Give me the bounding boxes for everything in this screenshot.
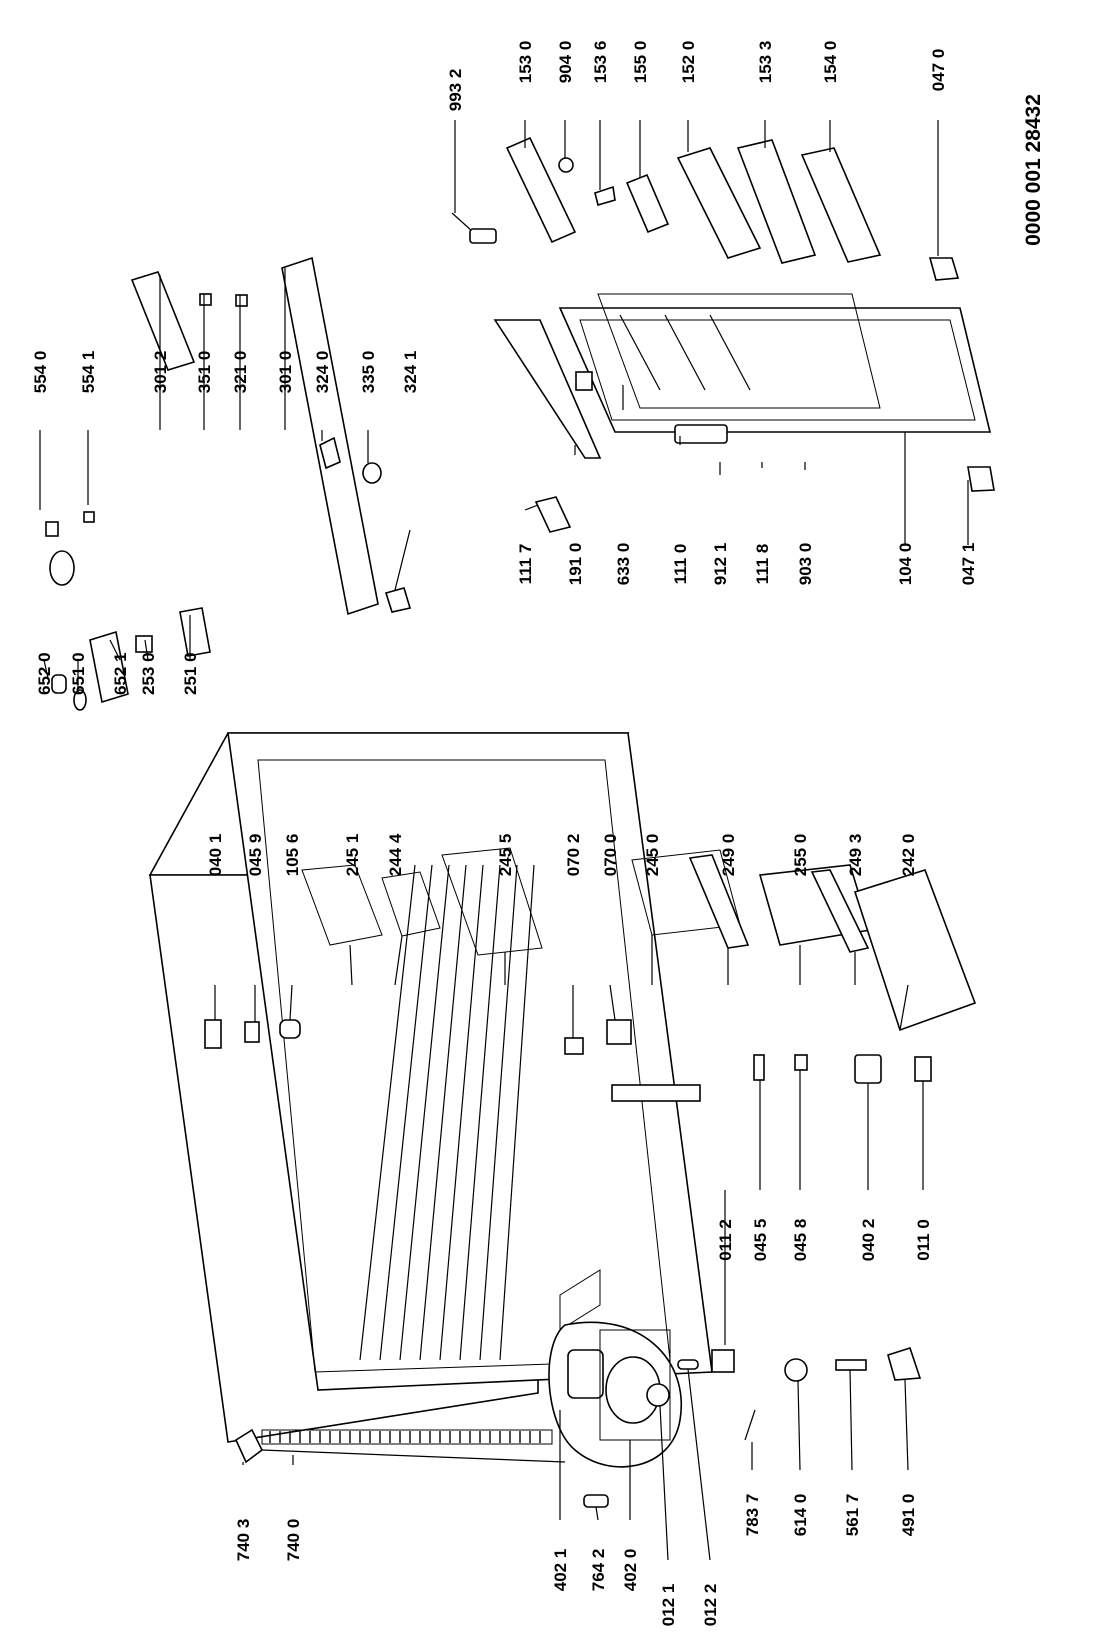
label-045-5: 045 5 [751, 1219, 770, 1262]
label-561-7: 561 7 [843, 1494, 862, 1537]
label-402-0: 402 0 [621, 1549, 640, 1592]
label-045-8: 045 8 [791, 1219, 810, 1262]
label-245-5: 245 5 [496, 834, 515, 877]
label-554-0: 554 0 [31, 351, 50, 394]
label-301-0: 301 0 [276, 351, 295, 394]
part-labels: 993 2 153 0 904 0 153 6 155 0 152 0 153 … [31, 41, 1045, 1627]
door-drawing [493, 293, 992, 459]
label-324-1: 324 1 [401, 351, 420, 394]
label-249-0: 249 0 [719, 834, 738, 877]
label-152-0: 152 0 [679, 41, 698, 84]
label-011-0: 011 0 [914, 1219, 933, 1261]
label-111-0: 111 0 [671, 544, 690, 585]
label-251-0: 251 0 [181, 652, 200, 695]
label-047-0: 047 0 [929, 49, 948, 92]
label-740-3: 740 3 [234, 1519, 253, 1562]
label-554-1: 554 1 [79, 351, 98, 394]
label-040-1: 040 1 [206, 834, 225, 877]
door-bins-drawing [451, 136, 995, 492]
label-242-0: 242 0 [899, 834, 918, 877]
label-652-0: 652 0 [35, 652, 54, 695]
label-244-4: 244 4 [386, 833, 405, 876]
label-070-2: 070 2 [564, 834, 583, 877]
label-045-9: 045 9 [246, 834, 265, 877]
label-047-1: 047 1 [959, 543, 978, 586]
document-number: 0000 001 28432 [1022, 94, 1045, 246]
label-652-1: 652 1 [111, 652, 130, 695]
label-301-2: 301 2 [151, 351, 170, 394]
label-011-2: 011 2 [716, 1219, 735, 1261]
label-040-2: 040 2 [859, 1219, 878, 1262]
bottom-parts-drawing [234, 1346, 922, 1508]
label-912-1: 912 1 [711, 543, 730, 586]
label-633-0: 633 0 [614, 543, 633, 586]
label-651-0: 651 0 [69, 652, 88, 695]
label-155-0: 155 0 [631, 41, 650, 84]
label-255-0: 255 0 [791, 834, 810, 877]
label-245-0: 245 0 [643, 834, 662, 877]
label-614-0: 614 0 [791, 1494, 810, 1537]
leader-lines [39, 120, 969, 1561]
label-153-0: 153 0 [516, 41, 535, 84]
label-993-2: 993 2 [446, 69, 465, 112]
label-111-7: 111 7 [516, 544, 535, 585]
label-402-1: 402 1 [551, 1549, 570, 1592]
label-111-8: 111 8 [753, 544, 772, 585]
label-321-0: 321 0 [231, 351, 250, 394]
label-491-0: 491 0 [899, 1494, 918, 1537]
label-012-1: 012 1 [659, 1584, 678, 1627]
label-904-0: 904 0 [556, 41, 575, 84]
label-253-0: 253 0 [139, 652, 158, 695]
label-764-2: 764 2 [589, 1549, 608, 1592]
label-012-2: 012 2 [701, 1584, 720, 1627]
label-740-0: 740 0 [284, 1519, 303, 1562]
label-153-6: 153 6 [591, 41, 610, 84]
cabinet-drawing [148, 732, 713, 1468]
label-245-1: 245 1 [343, 834, 362, 877]
label-105-6: 105 6 [283, 834, 302, 877]
label-153-3: 153 3 [756, 41, 775, 84]
label-783-7: 783 7 [743, 1494, 762, 1537]
label-351-0: 351 0 [195, 351, 214, 394]
label-249-3: 249 3 [846, 834, 865, 877]
label-070-0: 070 0 [601, 834, 620, 877]
label-104-0: 104 0 [896, 543, 915, 586]
label-324-0: 324 0 [313, 351, 332, 394]
shelves-drawing [204, 847, 977, 1373]
label-191-0: 191 0 [566, 543, 585, 586]
label-335-0: 335 0 [359, 351, 378, 394]
label-154-0: 154 0 [821, 41, 840, 84]
top-parts-drawing [45, 256, 572, 711]
label-903-0: 903 0 [796, 543, 815, 586]
